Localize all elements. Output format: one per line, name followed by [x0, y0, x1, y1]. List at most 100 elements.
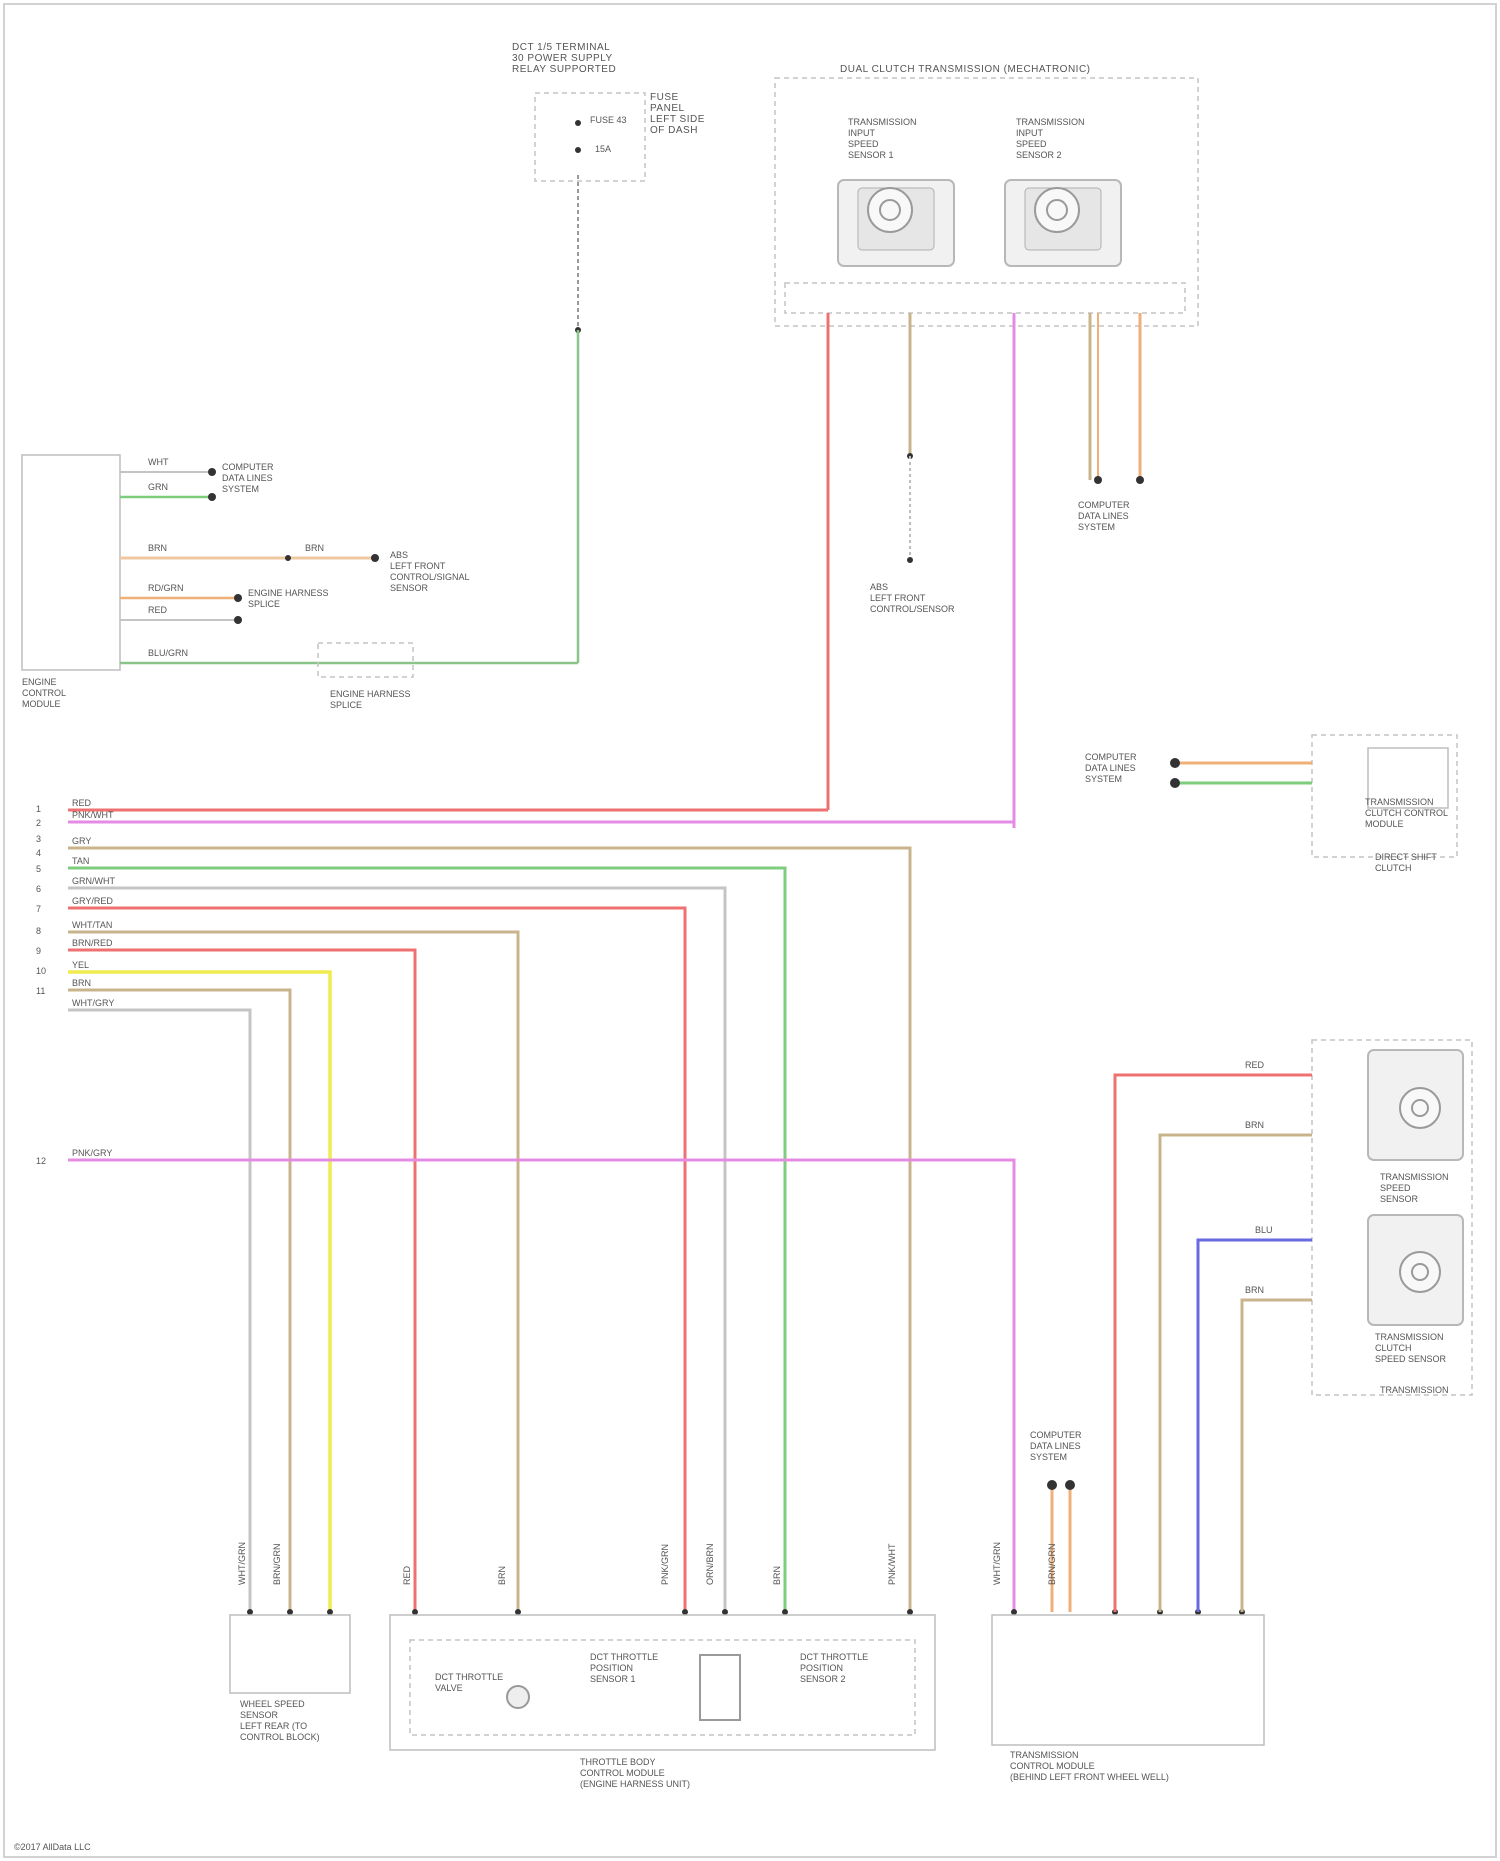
- bus-wire-label: BRN: [72, 978, 91, 988]
- pin-dot: [287, 1609, 293, 1615]
- bus-wire-label: GRY/RED: [72, 896, 113, 906]
- pin-dot: [412, 1609, 418, 1615]
- transmission-footer-label: TRANSMISSION: [1380, 1385, 1449, 1395]
- engine-splice-box: [318, 643, 413, 677]
- fuse-dot-1: [575, 120, 581, 126]
- tcm-dot-1: [1047, 1480, 1057, 1490]
- fuse-panel-box: [535, 93, 645, 181]
- bus-wire: [68, 888, 725, 1612]
- ecm-pin-1-label: WHT: [148, 457, 169, 467]
- pin-dot: [782, 1609, 788, 1615]
- bus-wires: [68, 313, 1245, 1615]
- tcm-box: [992, 1615, 1264, 1745]
- ecm-dot-6: [234, 616, 242, 624]
- vertical-wire-label: ORN/BRN: [705, 1543, 715, 1585]
- vertical-wire-label: WHT/GRN: [237, 1542, 247, 1585]
- bus-wire: [68, 1160, 1014, 1612]
- ecm-dot-5: [234, 594, 242, 602]
- pin-number: 2: [36, 818, 41, 828]
- trans-wire-red: [1115, 1075, 1312, 1612]
- bus-wire-label: TAN: [72, 856, 89, 866]
- fuse-dot-2: [575, 147, 581, 153]
- pin-number: 4: [36, 848, 41, 858]
- pin-dot: [1011, 1609, 1017, 1615]
- vertical-wire-label: RED: [402, 1565, 412, 1585]
- throttle-body-box: [390, 1615, 935, 1750]
- fuse-pin-bottom: 15A: [595, 144, 611, 154]
- trans-wire-label-4: BRN: [1245, 1285, 1264, 1295]
- clutch-dot-2: [1170, 778, 1180, 788]
- pin-dot: [682, 1609, 688, 1615]
- ecm-pin-3-label: BRN: [148, 543, 167, 553]
- clutch-sensor-icon: [1368, 1215, 1463, 1325]
- mechatronic-title: DUAL CLUTCH TRANSMISSION (MECHATRONIC): [840, 64, 1091, 75]
- trans-wire-tan-2: [1242, 1300, 1312, 1612]
- ecm-dot-4: [371, 554, 379, 562]
- input-sensor-1-icon: [838, 180, 954, 266]
- ecm-pin-4-label: RD/GRN: [148, 583, 184, 593]
- ecm-pin-3b-label: BRN: [305, 543, 324, 553]
- pin-dot: [722, 1609, 728, 1615]
- bus-wire-label: PNK/GRY: [72, 1148, 112, 1158]
- pin-number: 10: [36, 966, 46, 976]
- trans-wire-blue: [1198, 1240, 1312, 1612]
- pin-number: 8: [36, 926, 41, 936]
- bus-wire: [68, 950, 415, 1612]
- bus-wire-label: YEL: [72, 960, 89, 970]
- throttle-motor-icon: [507, 1686, 529, 1708]
- wheel-speed-box: [230, 1615, 350, 1693]
- bus-wire: [68, 932, 518, 1612]
- mech-dot-2: [1136, 476, 1144, 484]
- clutch-dot-1: [1170, 758, 1180, 768]
- pin-dot: [247, 1609, 253, 1615]
- pin-number: 9: [36, 946, 41, 956]
- trans-wire-label-3: BLU: [1255, 1225, 1273, 1235]
- vertical-wire-label: BRN/GRN: [272, 1543, 282, 1585]
- wheel-speed-label: WHEEL SPEEDSENSORLEFT REAR (TOCONTROL BL…: [240, 1699, 320, 1742]
- pin-dot: [907, 1609, 913, 1615]
- bus-wire: [68, 313, 1014, 822]
- bus-wire-label: GRY: [72, 836, 91, 846]
- vertical-wire-label: BRN/GRN: [1047, 1543, 1057, 1585]
- vertical-wire-label: PNK/WHT: [887, 1543, 897, 1585]
- vertical-wire-label: PNK/GRN: [660, 1544, 670, 1585]
- copyright-label: ©2017 AllData LLC: [14, 1842, 91, 1852]
- tcm-dot-2: [1065, 1480, 1075, 1490]
- pin-number: 1: [36, 804, 41, 814]
- ecm-data-lines-label: COMPUTERDATA LINESSYSTEM: [222, 462, 274, 494]
- bus-wire-label: PNK/WHT: [72, 810, 114, 820]
- mechatronic-connector: [785, 283, 1185, 313]
- pin-number: 12: [36, 1156, 46, 1166]
- bus-wire-label: RED: [72, 798, 92, 808]
- bus-wire: [68, 990, 290, 1612]
- bus-wire: [68, 1010, 250, 1612]
- ecm-pin-6-label: BLU/GRN: [148, 648, 188, 658]
- pin-number: 6: [36, 884, 41, 894]
- ecm-dot-1: [208, 468, 216, 476]
- pin-number: 5: [36, 864, 41, 874]
- input-sensor-1-label: TRANSMISSIONINPUTSPEEDSENSOR 1: [848, 117, 917, 160]
- ecm-data-lines-2-label: ENGINE HARNESSSPLICE: [248, 588, 329, 609]
- ecm-dot-3: [285, 555, 291, 561]
- bus-wire-label: BRN/RED: [72, 938, 113, 948]
- fuse-pin-top: FUSE 43: [590, 115, 627, 125]
- speed-sensor-icon: [1368, 1050, 1463, 1160]
- bus-wire: [68, 868, 785, 1612]
- pin-number: 3: [36, 834, 41, 844]
- vertical-wire-label: BRN: [772, 1566, 782, 1585]
- ecm-pin-2-label: GRN: [148, 482, 168, 492]
- mech-dot-1: [1094, 476, 1102, 484]
- vertical-wire-label: BRN: [497, 1566, 507, 1585]
